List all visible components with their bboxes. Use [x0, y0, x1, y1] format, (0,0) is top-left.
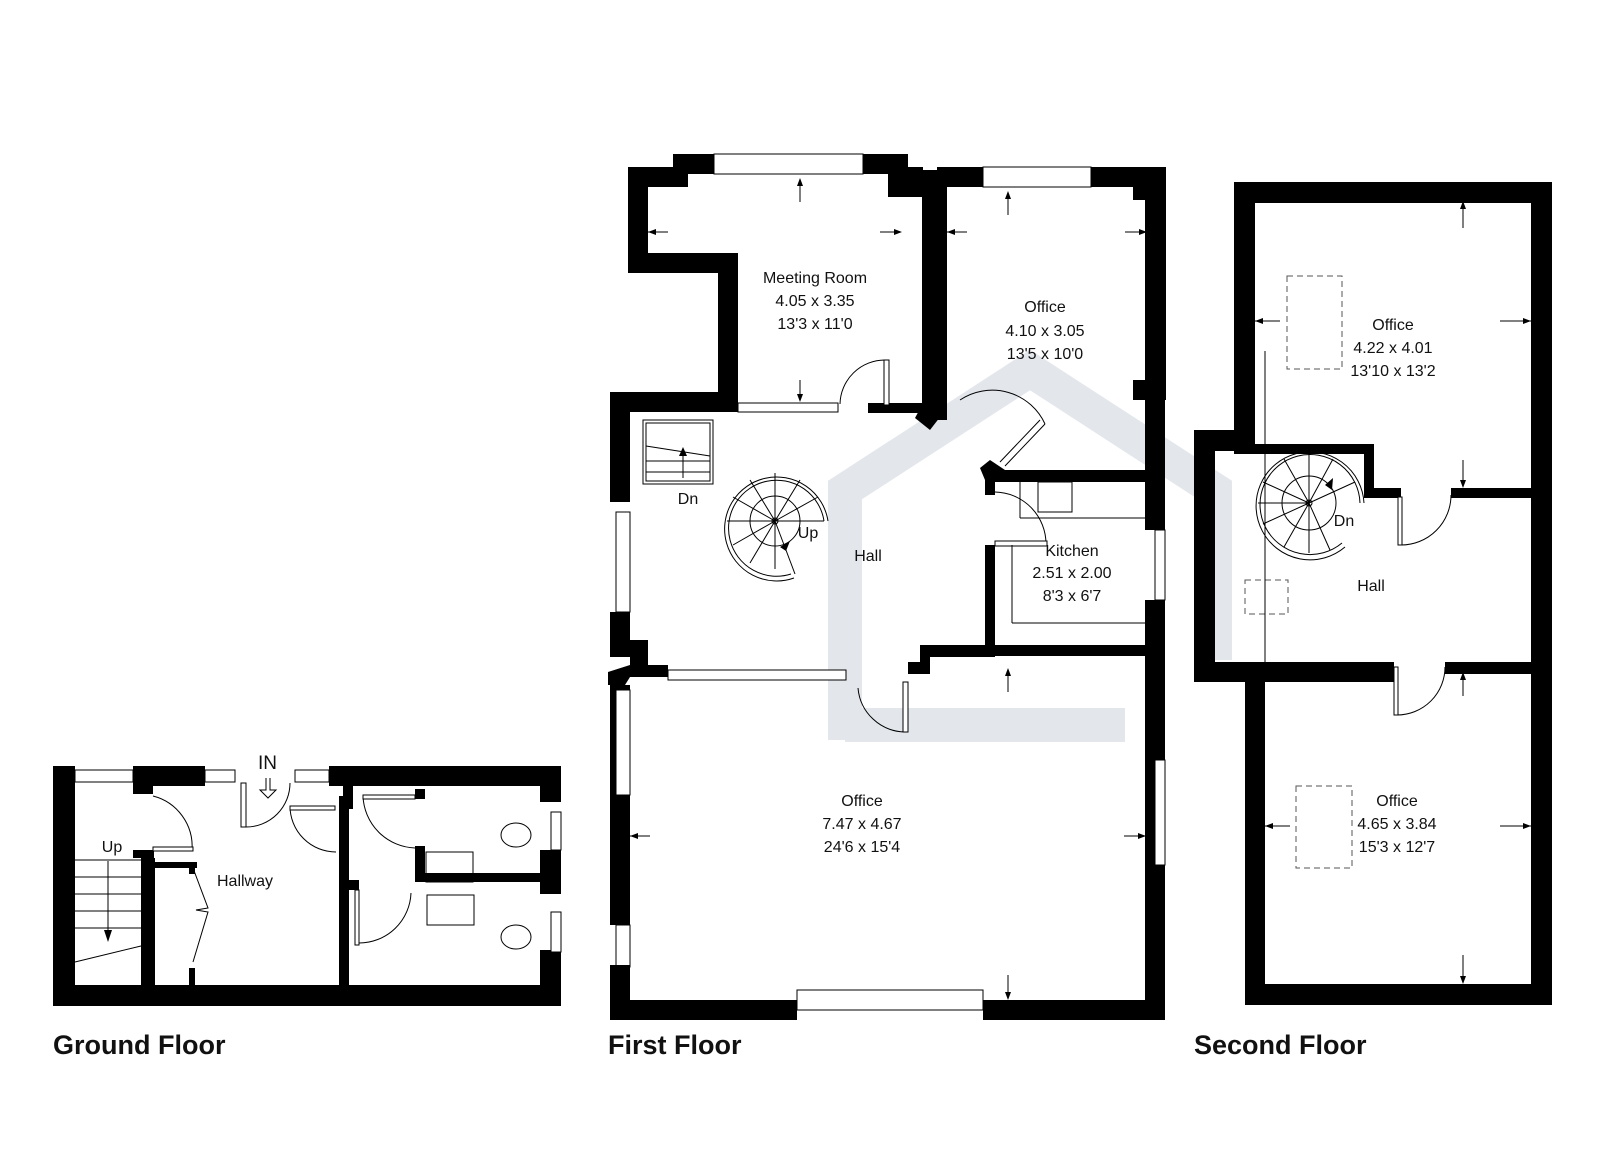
- stairs-up-icon: [74, 859, 142, 963]
- stairs-down-icon: [642, 419, 714, 485]
- room-label-office-3: Office: [1372, 317, 1414, 334]
- room-imperial-office-3: 13'10 x 13'2: [1350, 363, 1435, 380]
- entrance-label: IN: [258, 753, 277, 774]
- first-floor-plan: Meeting Room 4.05 x 3.35 13'3 x 11'0 Off…: [608, 153, 1166, 1020]
- room-imperial-office-2: 24'6 x 15'4: [824, 839, 900, 856]
- skylight-icon: [1295, 785, 1353, 869]
- room-imperial-office-1: 13'5 x 10'0: [1007, 346, 1083, 363]
- toilet-icon: [500, 924, 532, 950]
- second-floor-plan: Office 4.22 x 4.01 13'10 x 13'2 Hall Off…: [1194, 182, 1552, 1005]
- ground-floor-plan: Up Hallway: [53, 766, 562, 1006]
- skylight-icon: [1244, 579, 1289, 615]
- room-metric-office-4: 4.65 x 3.84: [1357, 816, 1436, 833]
- room-imperial-kitchen: 8'3 x 6'7: [1043, 588, 1102, 605]
- sink-icon: [426, 894, 475, 926]
- spiral-stairs-up-icon: [724, 473, 829, 582]
- toilet-icon: [500, 822, 532, 848]
- room-metric-office-1: 4.10 x 3.05: [1005, 323, 1084, 340]
- entrance-arrow-icon: [258, 778, 278, 799]
- room-metric-office-2: 7.47 x 4.67: [822, 816, 901, 833]
- dimension-arrows: [1255, 201, 1531, 984]
- room-metric-office-3: 4.22 x 4.01: [1353, 340, 1432, 357]
- room-label-hallway: Hallway: [217, 873, 273, 890]
- room-label-meeting-room: Meeting Room: [763, 270, 867, 287]
- room-imperial-office-4: 15'3 x 12'7: [1359, 839, 1435, 856]
- stairs-dn-label-2: Dn: [1334, 513, 1354, 530]
- stairs-label: Up: [102, 839, 123, 856]
- room-label-hall: Hall: [854, 548, 882, 565]
- spiral-stairs-down-icon: [1255, 451, 1365, 561]
- floor-title-ground: Ground Floor: [53, 1030, 226, 1060]
- room-metric-kitchen: 2.51 x 2.00: [1032, 565, 1111, 582]
- room-label-office-2: Office: [841, 793, 883, 810]
- room-label-office-4: Office: [1376, 793, 1418, 810]
- room-label-hall-2: Hall: [1357, 578, 1385, 595]
- room-label-kitchen: Kitchen: [1045, 543, 1098, 560]
- sink-icon: [425, 851, 474, 883]
- stairs-dn-label: Dn: [678, 491, 698, 508]
- floor-title-second: Second Floor: [1194, 1030, 1367, 1060]
- floor-title-first: First Floor: [608, 1030, 742, 1060]
- room-metric-meeting-room: 4.05 x 3.35: [775, 293, 854, 310]
- room-label-office-1: Office: [1024, 299, 1066, 316]
- skylight-icon: [1286, 275, 1343, 370]
- dimension-arrows: [630, 178, 1147, 1000]
- stairs-up-label: Up: [798, 525, 819, 542]
- room-imperial-meeting-room: 13'3 x 11'0: [777, 316, 852, 333]
- sink-icon: [1037, 481, 1073, 513]
